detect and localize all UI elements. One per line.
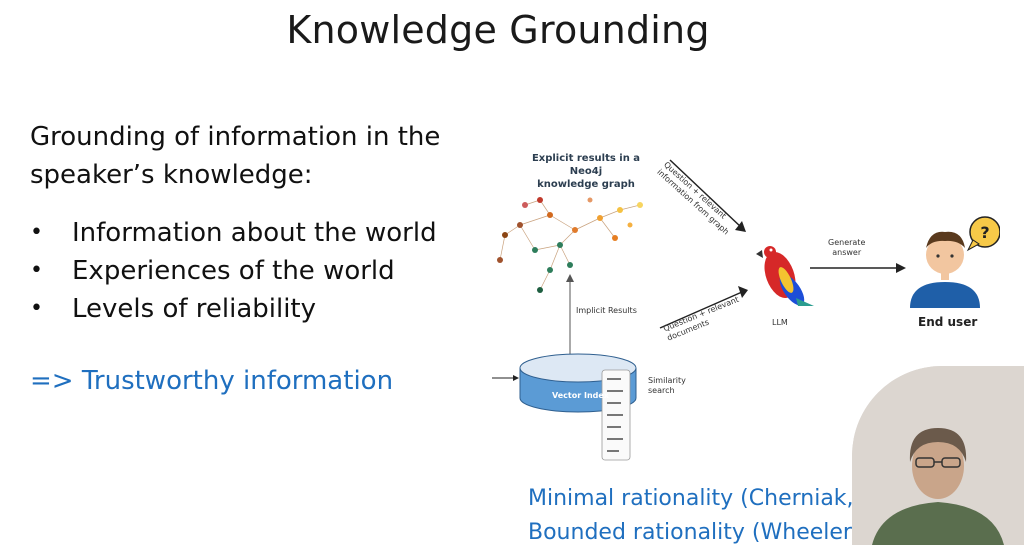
generate-arrow-head (896, 263, 906, 273)
bottom-arrow (659, 291, 743, 329)
bullet-list: Information about the world Experiences … (30, 214, 450, 328)
rag-diagram: ? Explicit results in a Neo4j knowledge … (480, 120, 1001, 480)
bullet-item: Experiences of the world (30, 252, 450, 290)
parrot-icon (756, 246, 814, 306)
bullet-item: Information about the world (30, 214, 450, 252)
presenter-video[interactable] (852, 366, 1024, 545)
citation-line: Minimal rationality (Cherniak, (528, 486, 854, 511)
bullet-item: Levels of reliability (30, 290, 450, 328)
presenter-image (852, 366, 1024, 545)
diagram-graphics: ? (492, 159, 1001, 461)
implicit-arrow-head (566, 274, 574, 282)
top-arrow (669, 159, 743, 229)
llm-label: LLM (772, 318, 788, 327)
slide-body: Grounding of information in the speaker’… (30, 118, 450, 400)
end-user-label: End user (918, 315, 978, 329)
generate-label: Generate answer (828, 238, 866, 257)
implicit-label: Implicit Results (576, 306, 637, 315)
graph-nodes (497, 197, 643, 293)
result-list-icon (601, 369, 631, 461)
similarity-label: Similarity search (648, 376, 686, 395)
graph-label: Explicit results in a Neo4j knowledge gr… (531, 153, 641, 190)
svg-text:?: ? (980, 223, 989, 242)
vector-index-label: Vector Index (552, 391, 609, 400)
intro-text: Grounding of information in the speaker’… (30, 122, 441, 190)
citations: Minimal rationality (Cherniak, Bounded r… (528, 482, 894, 550)
question-bubble-icon: ? (966, 216, 1001, 252)
slide-title: Knowledge Grounding (286, 8, 710, 52)
conclusion-text: => Trustworthy information (30, 366, 394, 396)
top-arrow-head (735, 221, 746, 232)
input-arrow-head (513, 375, 519, 381)
citation-line: Bounded rationality (Wheeler, 20 (528, 520, 894, 545)
end-user-icon (910, 231, 980, 308)
bottom-arrow-head (738, 286, 748, 298)
knowledge-graph-icon (499, 199, 641, 291)
